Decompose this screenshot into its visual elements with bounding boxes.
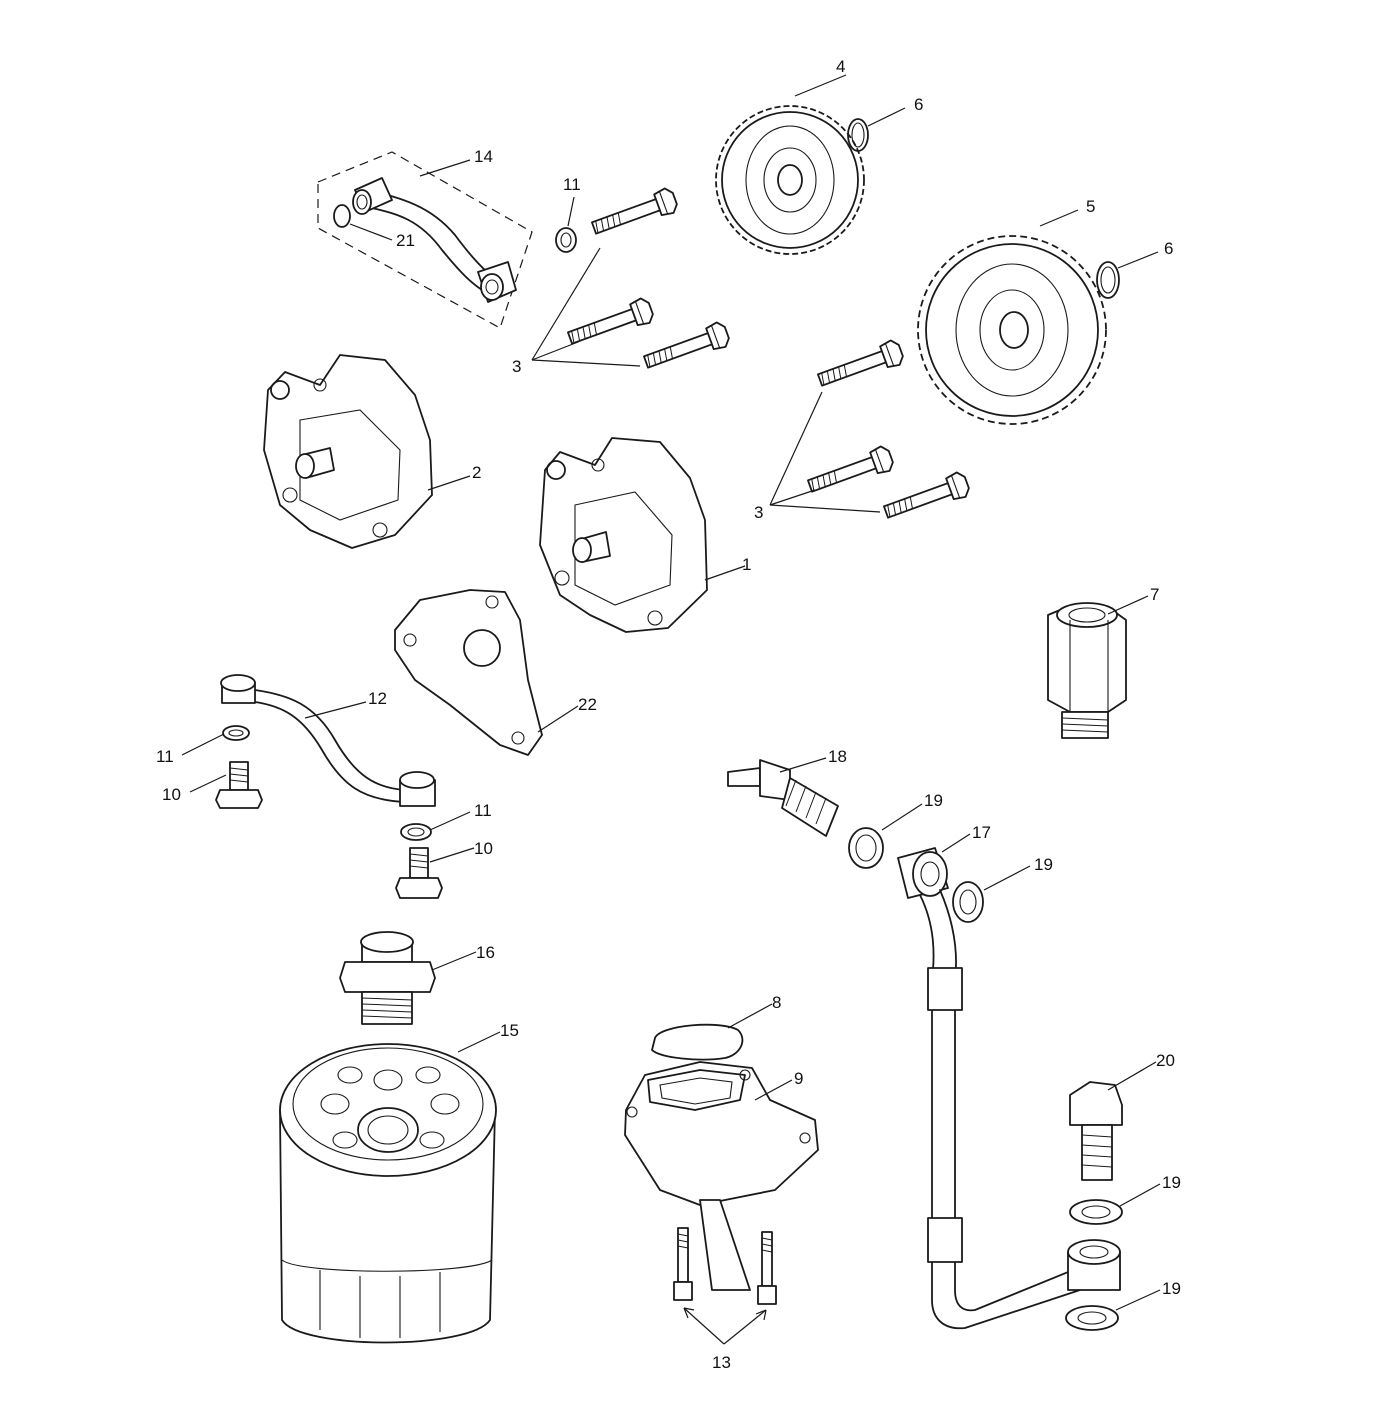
part-19-washer-4	[1065, 1305, 1119, 1331]
callout-label: 19	[1162, 1173, 1181, 1192]
part-6-circlip-upper	[847, 118, 869, 152]
callout-label: 16	[476, 943, 495, 962]
callout-label: 19	[1162, 1279, 1181, 1298]
callout-label: 1	[742, 555, 751, 574]
part-11-washer-upper	[555, 227, 577, 253]
part-7-adapter-nut	[1047, 602, 1127, 739]
callout-label: 19	[1034, 855, 1053, 874]
callout-label: 5	[1086, 197, 1095, 216]
part-14-oil-pipe-assembly	[317, 151, 533, 329]
part-3-bolt-3	[640, 319, 733, 376]
part-20-banjo-bolt	[1069, 1081, 1123, 1181]
part-3-bolt-4	[814, 337, 907, 394]
part-5-gear	[917, 235, 1107, 425]
callout-label: 22	[578, 695, 597, 714]
callout-label: 9	[794, 1069, 803, 1088]
part-21-o-ring	[333, 204, 351, 228]
part-6-circlip-lower	[1096, 261, 1120, 299]
callout-label: 3	[754, 503, 763, 522]
part-16-filter-nipple	[339, 931, 436, 1025]
callout-label: 19	[924, 791, 943, 810]
part-1-oil-pump-body	[539, 437, 708, 633]
callout-label: 10	[162, 785, 181, 804]
part-2-oil-pump-body	[263, 354, 433, 549]
part-4-gear	[715, 105, 865, 255]
callout-label: 10	[474, 839, 493, 858]
callout-label: 20	[1156, 1051, 1175, 1070]
part-12-oil-pipe	[220, 674, 436, 807]
leader-lines	[181, 74, 1161, 1345]
part-19-washer-1	[848, 827, 884, 869]
callout-label: 2	[472, 463, 481, 482]
part-3-bolt-5	[804, 443, 897, 500]
callout-label: 4	[836, 57, 845, 76]
part-17-banjo-fitting	[897, 847, 949, 899]
callout-label: 11	[474, 801, 492, 820]
callout-label: 3	[512, 357, 521, 376]
callout-label: 13	[712, 1353, 731, 1372]
callout-label: 17	[972, 823, 991, 842]
part-18-pressure-switch	[727, 759, 839, 837]
callout-label: 6	[1164, 239, 1173, 258]
part-3-bolt-2	[564, 295, 657, 352]
callout-label: 15	[500, 1021, 519, 1040]
part-13-screw-right	[757, 1231, 777, 1305]
pipe-banjo-eye	[1067, 1239, 1121, 1291]
part-10-banjo-bolt-left	[215, 761, 263, 809]
part-8-o-ring	[651, 1023, 744, 1061]
callout-labels: 1 2 3 3 4 5 6 6 7 8 9 10 10 11 11 11 12 …	[156, 57, 1181, 1372]
callout-label: 6	[914, 95, 923, 114]
part-3-bolt-6	[880, 469, 973, 526]
part-11-washer-mid	[400, 823, 432, 841]
part-22-gasket	[394, 589, 543, 756]
part-9-oil-strainer	[624, 1061, 819, 1291]
part-10-banjo-bolt-right	[395, 847, 443, 899]
callout-label: 21	[396, 231, 415, 250]
part-15-oil-filter	[279, 1043, 497, 1344]
callout-label: 12	[368, 689, 387, 708]
callout-label: 8	[772, 993, 781, 1012]
part-11-washer-left	[222, 725, 250, 741]
callout-label: 18	[828, 747, 847, 766]
part-13-screw-left	[673, 1227, 693, 1301]
part-3-bolt-1	[588, 185, 681, 242]
part-19-washer-3	[1069, 1199, 1123, 1225]
part-19-washer-2	[952, 881, 984, 923]
callout-label: 11	[156, 747, 174, 766]
callout-label: 14	[474, 147, 493, 166]
part-17-oil-pipe	[919, 889, 1081, 1330]
callout-label: 11	[563, 175, 581, 194]
callout-label: 7	[1150, 585, 1159, 604]
